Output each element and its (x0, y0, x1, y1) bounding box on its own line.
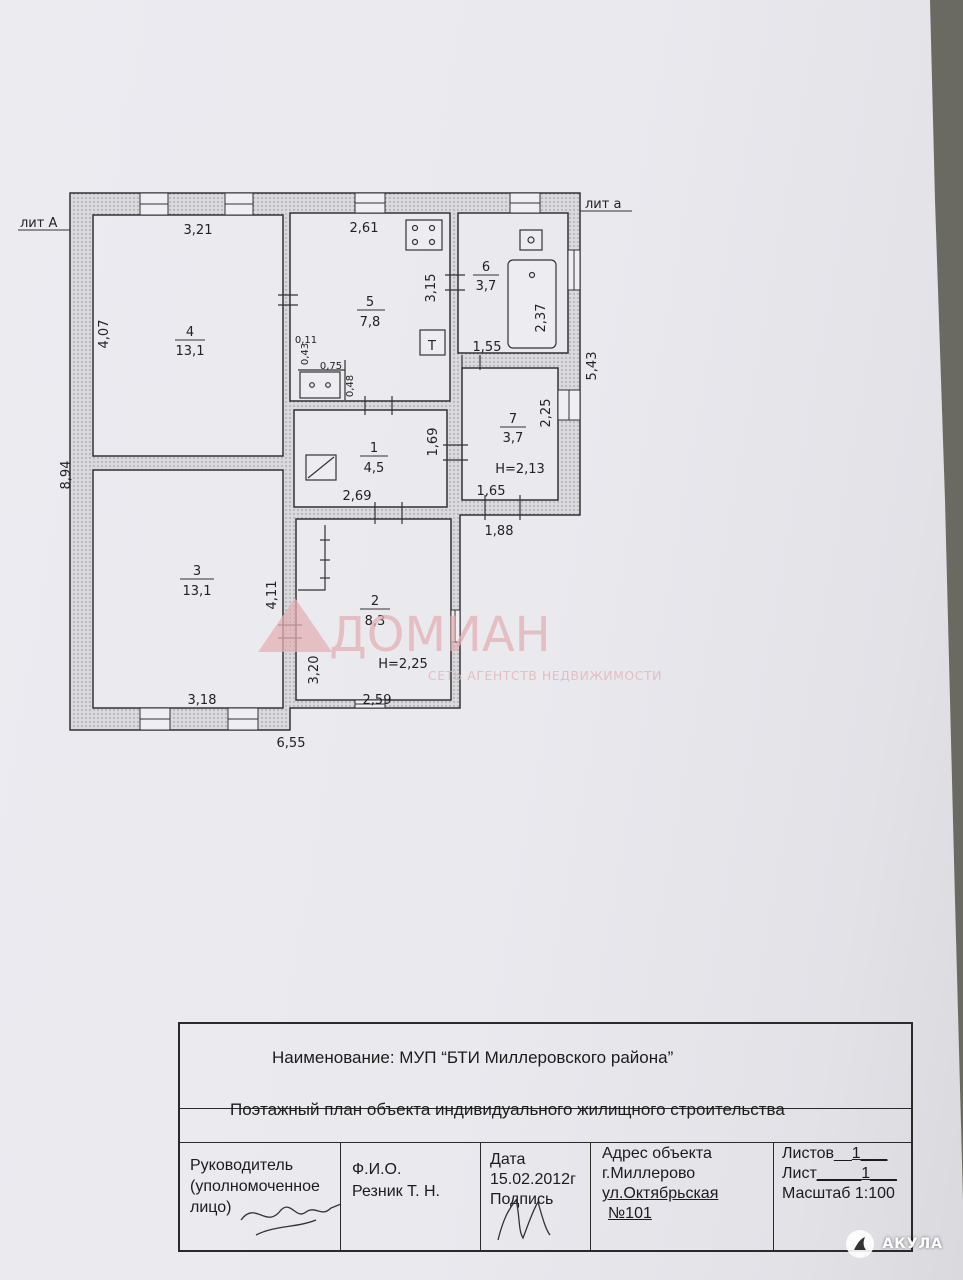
room-6-area: 3,7 (476, 279, 497, 294)
room-5-number: 5 (366, 295, 374, 310)
dim-1-69: 1,69 (426, 428, 441, 457)
dim-0-48: 0,48 (345, 375, 356, 397)
stamp-sheet-label: Лист (782, 1165, 817, 1182)
fixtures: Т (298, 219, 557, 591)
lit-a-lower-label: лит а (585, 197, 621, 212)
room-4-area: 13,1 (176, 344, 205, 359)
stamp-sheet-value: 1 (861, 1165, 871, 1182)
lit-labels: лит А лит а (18, 197, 632, 231)
dim-0-11: 0,11 (295, 335, 317, 346)
stamp-address-label: Адрес объекта (602, 1145, 712, 1162)
dim-2-25: 2,25 (539, 399, 554, 428)
room-3-area: 13,1 (183, 584, 212, 599)
akula-badge: АКУЛА (846, 1230, 943, 1258)
watermark-tagline: СЕТЬ АГЕНТСТВ НЕДВИЖИМОСТИ (428, 668, 662, 683)
room-1-number: 1 (370, 441, 378, 456)
signature-2-image (497, 1198, 551, 1241)
stamp-address-city: г.Миллерово (602, 1165, 696, 1182)
dimensions: 3,21 2,61 4,07 3,15 2,37 1,55 5,43 0,11 … (59, 221, 600, 751)
room-labels: 4 13,1 5 7,8 6 3,7 7 3,7 H=2,13 1 4,5 3 … (175, 260, 545, 672)
room-2-height: H=2,25 (378, 657, 428, 672)
dim-3-20: 3,20 (307, 656, 322, 685)
sink-icon (519, 229, 543, 251)
dim-0-43: 0,43 (300, 343, 311, 365)
room-5-area: 7,8 (360, 315, 381, 330)
stove-icon (405, 219, 443, 251)
stamp-fio-label: Ф.И.О. (352, 1161, 402, 1178)
lit-a-upper-label: лит А (20, 216, 57, 231)
stamp-head-line2: (уполномоченное (190, 1178, 320, 1195)
room-2-number: 2 (371, 594, 379, 609)
dim-1-65: 1,65 (477, 484, 506, 499)
small-stove-icon (299, 371, 341, 399)
building-walls (69, 192, 581, 731)
stamp-sheets: Листов__1___ (782, 1145, 888, 1162)
dim-2-37: 2,37 (534, 304, 549, 333)
dim-1-88: 1,88 (485, 524, 514, 539)
room-7-number: 7 (509, 412, 517, 427)
room-3-number: 3 (193, 564, 201, 579)
room-2-area: 8,3 (365, 614, 386, 629)
dim-6-55: 6,55 (277, 736, 306, 751)
room-6-number: 6 (482, 260, 490, 275)
dim-4-11: 4,11 (265, 581, 280, 610)
stamp-sheet: Лист_____1___ (782, 1165, 897, 1182)
watermark: ДОМИАН СЕТЬ АГЕНТСТВ НЕДВИЖИМОСТИ (258, 598, 662, 683)
stamp-sheets-label: Листов (782, 1145, 834, 1162)
windows (139, 192, 581, 731)
stamp-address-street: ул.Октябрьская (602, 1185, 719, 1202)
shark-fin-icon (846, 1230, 875, 1258)
dim-3-18: 3,18 (188, 693, 217, 708)
stamp-head-line3: лицо) (190, 1199, 232, 1216)
signature-image (240, 1203, 342, 1236)
room-7-height: H=2,13 (495, 462, 545, 477)
dim-2-69: 2,69 (343, 489, 372, 504)
dim-2-61: 2,61 (350, 221, 379, 236)
bathtub-icon (507, 259, 557, 349)
door-marks (278, 274, 521, 639)
dim-1-55: 1,55 (473, 340, 502, 355)
dim-3-21: 3,21 (184, 223, 213, 238)
dim-0-75: 0,75 (320, 361, 342, 372)
floor-plan: Т 4 13,1 5 7,8 6 3,7 7 3,7 H=2,13 1 4,5 … (18, 192, 662, 751)
akula-badge-text: АКУЛА (882, 1236, 943, 1252)
room-4-number: 4 (186, 325, 194, 340)
title-block: Наименование: МУП “БТИ Миллеровского рай… (178, 1022, 913, 1252)
watermark-logo-icon (258, 598, 332, 652)
dim-4-07: 4,07 (97, 320, 112, 349)
watermark-brand: ДОМИАН (329, 607, 551, 663)
boiler-icon (419, 329, 446, 356)
room-7-area: 3,7 (503, 431, 524, 446)
svg-text:Т: Т (427, 339, 436, 354)
stamp-sheets-value: 1 (851, 1145, 861, 1162)
dim-2-59: 2,59 (363, 693, 392, 708)
stamp-fio-value: Резник Т. Н. (352, 1183, 440, 1200)
stamp-head-line1: Руководитель (190, 1157, 294, 1174)
stamp-organization: Наименование: МУП “БТИ Миллеровского рай… (272, 1048, 674, 1067)
stamp-address-number: №101 (608, 1205, 652, 1222)
stamp-scale: Масштаб 1:100 (782, 1185, 895, 1202)
dim-3-15: 3,15 (424, 274, 439, 303)
stamp-date-label: Дата (490, 1151, 526, 1168)
stamp-document-title: Поэтажный план объекта индивидуального ж… (230, 1100, 785, 1119)
stamp-date-value: 15.02.2012г (490, 1171, 576, 1188)
dim-5-43: 5,43 (585, 352, 600, 381)
dim-8-94: 8,94 (59, 461, 74, 490)
room-1-area: 4,5 (364, 461, 385, 476)
